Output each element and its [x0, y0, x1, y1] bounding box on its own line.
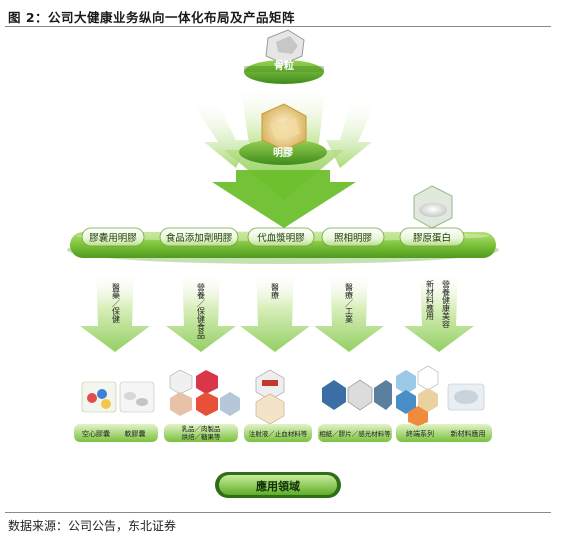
app-label-bakery-candy: 烘焙／糖果等	[182, 432, 222, 441]
pill-label-plasma-gelatin: 代血漿明膠	[257, 232, 305, 244]
pill-label-photo-gelatin: 照相明膠	[334, 232, 373, 244]
pill-capsule-gelatin	[81, 227, 145, 247]
app-label-hollow-capsule: 空心膠囊	[82, 429, 110, 438]
pill-label-collagen: 膠原蛋白	[413, 232, 451, 244]
gelatin-label: 明膠	[273, 147, 293, 159]
hollow-capsule-image	[81, 381, 117, 413]
application-domain-label: 應用領域	[256, 479, 300, 493]
collagen-powder-image	[413, 185, 453, 229]
app-label-new-material: 新材料應用	[451, 429, 486, 438]
branch-label-1: 醫藥／保健	[112, 283, 121, 324]
softgel-image	[119, 381, 155, 413]
branch-label-4: 醫療／工業	[345, 283, 354, 324]
pill-photo-gelatin	[321, 227, 385, 247]
branch-label-5a: 新材料應用	[426, 279, 435, 321]
application-platforms	[74, 424, 492, 442]
branch-label-3: 醫療	[271, 283, 280, 299]
pill-label-food-gelatin: 食品添加劑明膠	[166, 232, 233, 244]
food-products-image	[169, 369, 240, 416]
new-material-image	[447, 383, 485, 411]
photo-film-image	[322, 379, 392, 411]
app-label-photo: 相紙／膠片／感光材料等	[319, 429, 391, 438]
bone-label: 骨粒	[274, 59, 294, 72]
terminal-series-image	[396, 365, 439, 426]
pill-collagen	[399, 227, 465, 247]
title-divider	[5, 26, 551, 27]
app-label-injection: 注射液／止血材料等	[249, 429, 308, 438]
gelatin-node	[239, 103, 327, 165]
app-label-terminal-series: 終端系列	[406, 429, 434, 438]
source-divider	[5, 512, 551, 513]
branch-arrows	[80, 270, 474, 352]
pill-food-gelatin	[159, 227, 239, 247]
branch-label-2: 營養／保健食品	[197, 282, 206, 340]
injection-image	[255, 369, 285, 425]
figure-title: 图 2：公司大健康业务纵向一体化布局及产品矩阵	[8, 10, 296, 25]
figure-source: 数据来源：公司公告，东北证券	[8, 519, 177, 533]
pill-plasma-gelatin	[247, 227, 315, 247]
branch-label-5b: 營養健康美容	[442, 279, 451, 329]
application-domain-button	[215, 472, 341, 498]
app-label-softgel: 軟膠囊	[125, 429, 146, 438]
bone-node	[244, 29, 324, 84]
app-label-dairy-meat: 乳品／肉製品	[182, 424, 221, 433]
pill-label-capsule-gelatin: 膠囊用明膠	[89, 232, 137, 244]
